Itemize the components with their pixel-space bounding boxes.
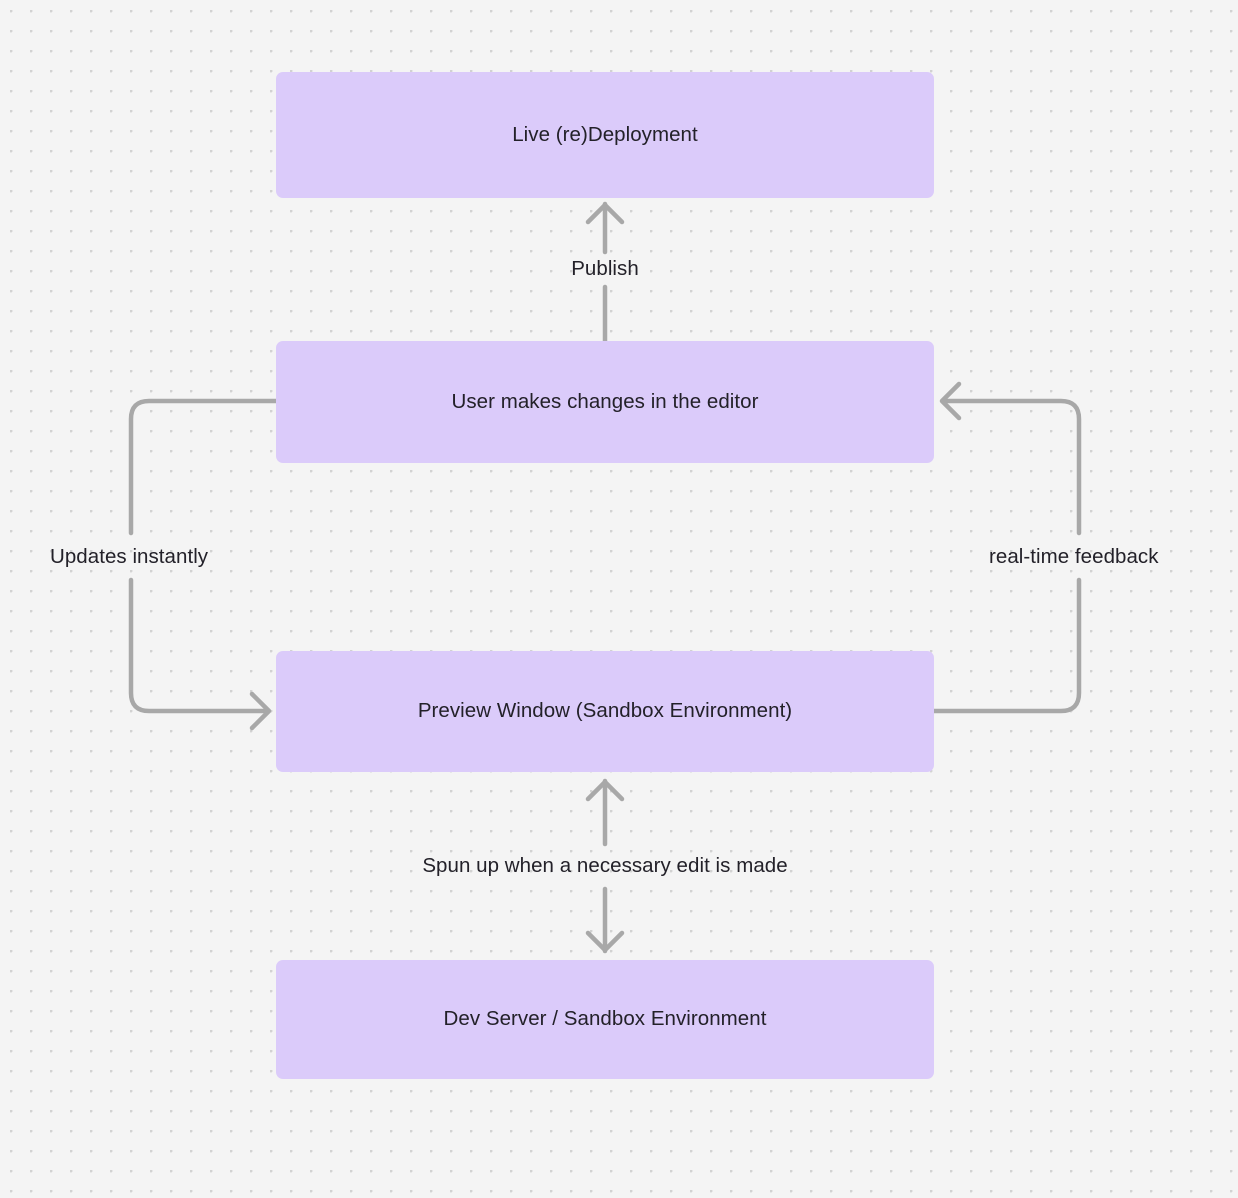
- arrowhead-left-icon: [939, 381, 962, 421]
- node-user-makes-changes-label: User makes changes in the editor: [451, 389, 759, 413]
- node-live-deployment[interactable]: Live (re)Deployment: [276, 72, 934, 198]
- node-live-deployment-label: Live (re)Deployment: [512, 122, 698, 146]
- edge-label-publish: Publish: [571, 257, 639, 281]
- arrowhead-up-icon: [585, 779, 625, 802]
- node-dev-server-label: Dev Server / Sandbox Environment: [443, 1007, 767, 1031]
- node-preview-window[interactable]: Preview Window (Sandbox Environment): [276, 651, 934, 772]
- node-preview-window-label: Preview Window (Sandbox Environment): [417, 699, 793, 723]
- edge-label-updates-instantly: Updates instantly: [50, 545, 209, 569]
- arrowhead-up-icon: [585, 202, 625, 225]
- edge-label-spun-up: Spun up when a necessary edit is made: [422, 854, 788, 878]
- arrowhead-down-icon: [585, 930, 625, 953]
- arrowhead-right-icon: [249, 691, 272, 731]
- node-dev-server[interactable]: Dev Server / Sandbox Environment: [276, 960, 934, 1079]
- node-user-makes-changes[interactable]: User makes changes in the editor: [276, 341, 934, 463]
- edge-label-real-time-feedback: real-time feedback: [989, 545, 1159, 569]
